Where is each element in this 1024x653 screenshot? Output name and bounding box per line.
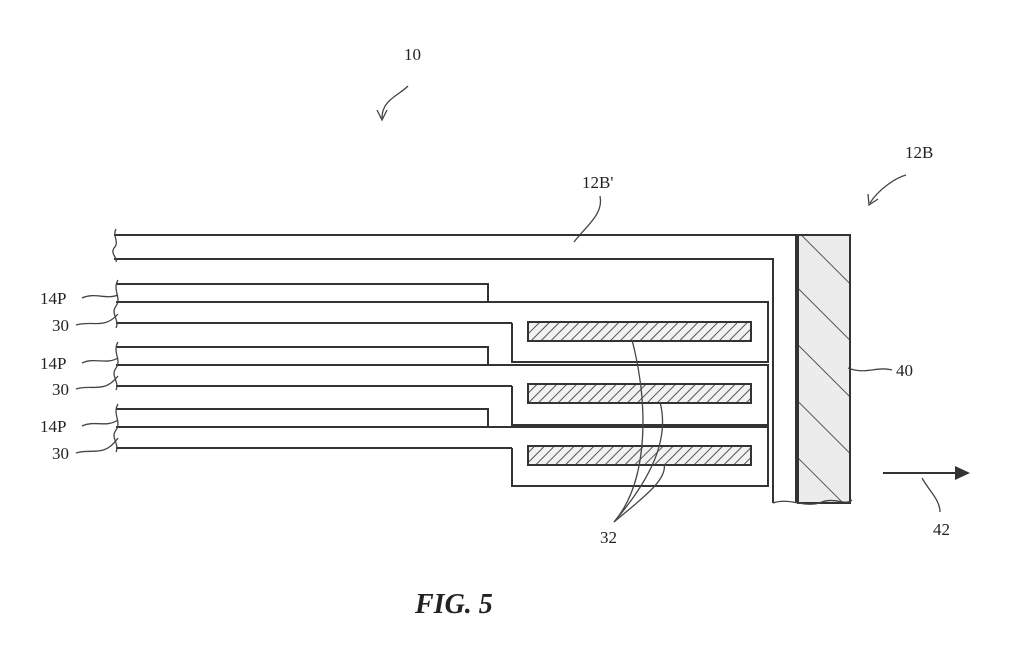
- arrow-42: 42: [883, 466, 970, 539]
- svg-text:42: 42: [933, 520, 950, 539]
- housing-12b-prime: [112, 228, 850, 503]
- svg-text:14P: 14P: [40, 289, 66, 308]
- svg-text:10: 10: [404, 45, 421, 64]
- label-40: 40: [847, 361, 913, 380]
- label-12b: 12B: [867, 143, 933, 207]
- component-32-middle: [527, 383, 752, 404]
- component-32-top: [527, 321, 752, 342]
- svg-text:14P: 14P: [40, 354, 66, 373]
- figure-caption: FIG. 5: [414, 589, 493, 620]
- left-labels: 14P 30 14P 30 14P 30: [40, 289, 119, 463]
- component-40: [772, 234, 853, 505]
- svg-text:30: 30: [52, 380, 69, 399]
- svg-text:14P: 14P: [40, 417, 66, 436]
- label-12b-prime: 12B': [573, 173, 613, 243]
- svg-text:30: 30: [52, 316, 69, 335]
- svg-text:32: 32: [600, 528, 617, 547]
- layer-stack: [113, 279, 769, 487]
- svg-text:12B: 12B: [905, 143, 933, 162]
- svg-text:12B': 12B': [582, 173, 613, 192]
- svg-text:30: 30: [52, 444, 69, 463]
- label-32: 32: [600, 339, 665, 547]
- label-10: 10: [376, 45, 421, 122]
- svg-text:40: 40: [896, 361, 913, 380]
- component-32-group: [527, 321, 752, 466]
